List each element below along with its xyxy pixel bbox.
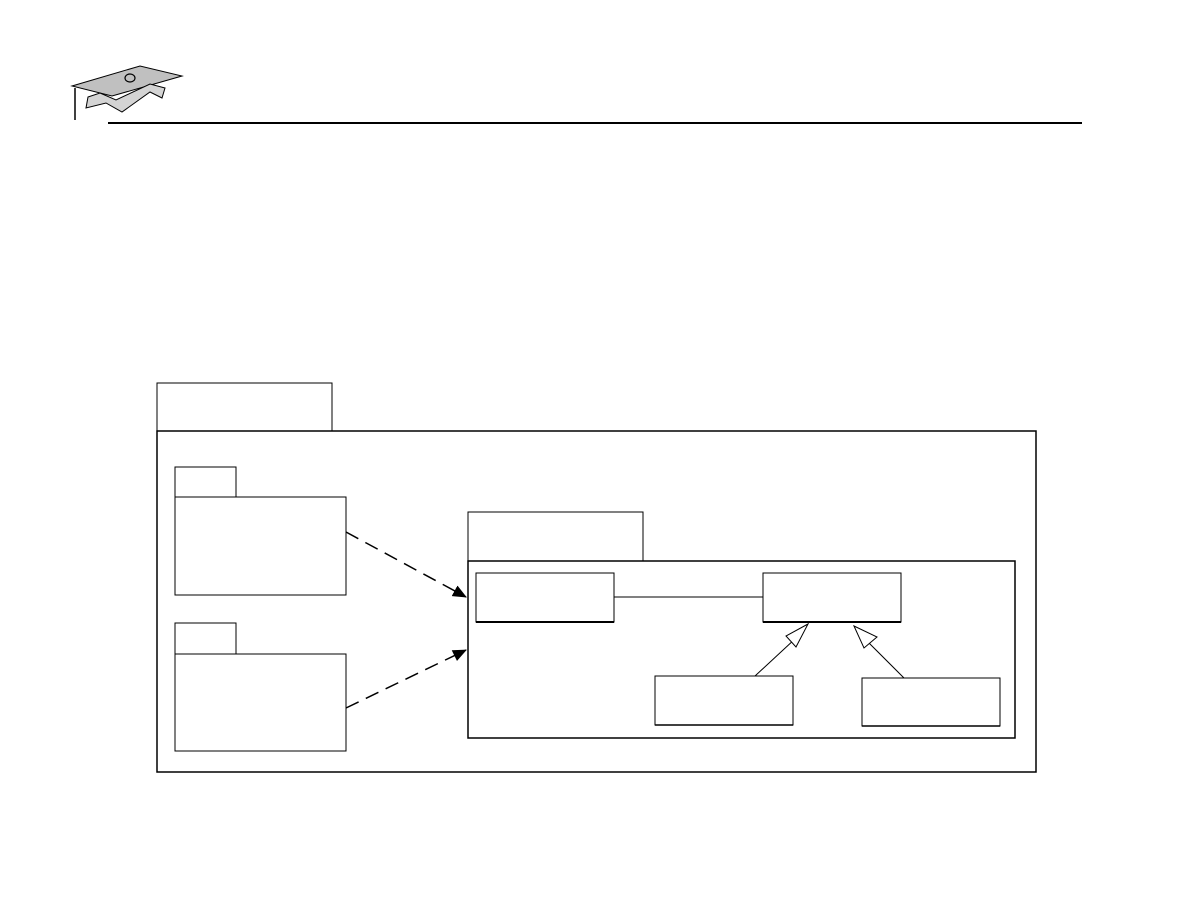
subpackage-1	[174, 466, 347, 596]
subpackage-2	[174, 622, 347, 752]
outer-package-tab	[156, 382, 333, 432]
subpackage-1-body	[174, 496, 347, 596]
dependency-arrow-2	[345, 649, 467, 709]
dependency-arrow-1	[345, 531, 467, 598]
class-box-1	[475, 572, 615, 623]
subpackage-2-tab	[174, 622, 237, 655]
class-box-4	[861, 677, 1001, 727]
class-box-2	[762, 572, 902, 623]
subpackage-1-tab	[174, 466, 237, 498]
class-box-3	[654, 675, 794, 726]
generalization-arrow-1	[754, 622, 810, 677]
graduation-cap-icon	[70, 65, 184, 120]
subpackage-2-body	[174, 653, 347, 752]
inner-package-tab	[467, 511, 644, 562]
generalization-arrow-2	[852, 624, 905, 679]
